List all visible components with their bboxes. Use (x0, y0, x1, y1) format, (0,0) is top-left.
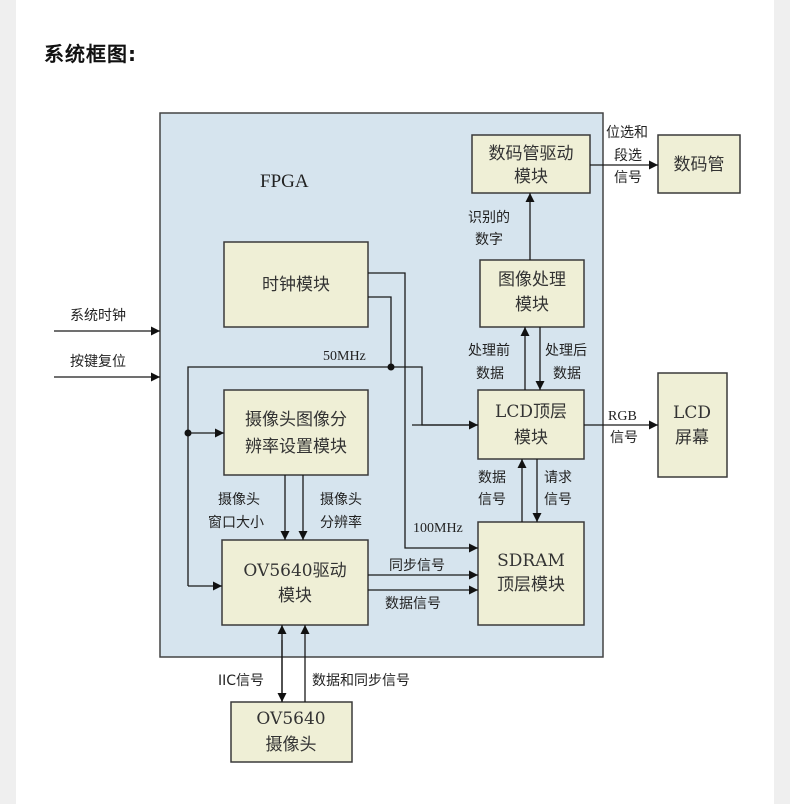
camera-label-1: OV5640 (256, 709, 325, 729)
req-sig-label-1: 请求 (544, 470, 572, 486)
seg-driver-label-1: 数码管驱动 (489, 144, 574, 164)
seg-sel-label-3: 信号 (614, 170, 642, 186)
img-proc-label-1: 图像处理 (498, 270, 566, 290)
seg-driver-block: 数码管驱动 模块 (471, 134, 591, 194)
rgb-label-1: RGB (608, 409, 637, 424)
lcd-screen-label-1: LCD (673, 403, 711, 423)
seg-driver-label-2: 模块 (514, 167, 548, 187)
post-data-label-1: 处理后 (545, 343, 587, 359)
data-sync-label: 数据和同步信号 (312, 673, 410, 689)
junction-dot (387, 363, 395, 371)
data-sig2-label: 数据信号 (385, 596, 441, 612)
camera-label-2: 摄像头 (266, 735, 317, 755)
camera-resolution-config-block: 摄像头图像分 辨率设置模块 (223, 389, 369, 476)
clk-50mhz-label: 50MHz (323, 349, 366, 364)
clock-block: 时钟模块 (223, 241, 369, 328)
seg-display-label: 数码管 (674, 155, 725, 175)
cam-res-cfg-label-2: 辨率设置模块 (245, 437, 347, 457)
rgb-label-2: 信号 (610, 430, 638, 446)
image-processing-block: 图像处理 模块 (479, 259, 585, 328)
ov-driver-label-1: OV5640驱动 (243, 561, 346, 581)
sdram-label-1: SDRAM (497, 551, 565, 571)
ov-driver-label-2: 模块 (278, 586, 312, 606)
cam-window-label-1: 摄像头 (218, 492, 260, 508)
seg-sel-label-1: 位选和 (606, 125, 648, 141)
recognized-digit-label-2: 数字 (475, 232, 503, 248)
lcd-screen-label-2: 屏幕 (675, 428, 709, 448)
lcd-top-block: LCD顶层 模块 (477, 389, 585, 460)
seg-sel-label-2: 段选 (614, 148, 642, 164)
clk-100mhz-label: 100MHz (413, 521, 463, 536)
pre-data-label-2: 数据 (476, 366, 504, 382)
cam-res-label-1: 摄像头 (320, 492, 362, 508)
data-sig-label-1: 数据 (478, 470, 506, 486)
lcd-top-label-1: LCD顶层 (495, 402, 567, 422)
clk-50mhz-wire (368, 296, 392, 367)
lcd-screen-block: LCD 屏幕 (657, 372, 728, 478)
fpga-label: FPGA (260, 171, 309, 192)
key-rst-label: 按键复位 (70, 353, 126, 370)
sys-clk-label: 系统时钟 (70, 307, 126, 324)
seg-display-block: 数码管 (657, 134, 741, 194)
sdram-top-block: SDRAM 顶层模块 (477, 521, 585, 626)
recognized-digit-label-1: 识别的 (468, 210, 510, 226)
ov5640-camera-block: OV5640 摄像头 (230, 701, 353, 763)
data-sig-label-2: 信号 (478, 492, 506, 508)
cam-window-label-2: 窗口大小 (208, 514, 264, 531)
sync-sig-label: 同步信号 (389, 558, 445, 574)
page-title: 系统框图: (44, 42, 137, 66)
clk-100mhz-wire (368, 272, 478, 553)
pre-data-label-1: 处理前 (468, 342, 510, 359)
req-sig-label-2: 信号 (544, 492, 572, 508)
clock-label: 时钟模块 (262, 275, 330, 295)
img-proc-label-2: 模块 (515, 295, 549, 315)
post-data-label-2: 数据 (553, 366, 581, 382)
cam-res-label-2: 分辨率 (320, 514, 362, 531)
ov5640-driver-block: OV5640驱动 模块 (221, 539, 369, 626)
sdram-label-2: 顶层模块 (497, 575, 565, 595)
iic-label: IIC信号 (218, 673, 264, 689)
lcd-top-label-2: 模块 (514, 428, 548, 448)
cam-res-cfg-label-1: 摄像头图像分 (245, 410, 347, 430)
